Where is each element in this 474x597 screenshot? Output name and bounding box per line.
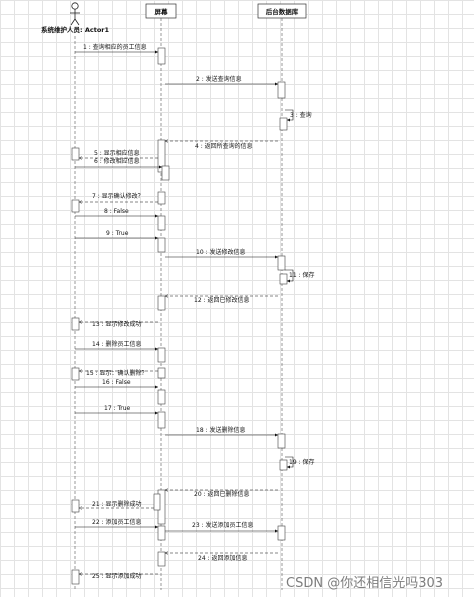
message-label: 4 : 返回所查询的信息 [195,142,253,150]
message-self-arrow [285,269,294,283]
activation-bars [71,47,288,585]
actor-system-maintainer[interactable]: 系统维护人员: Actor1 [41,2,110,34]
message-label: 18 : 发送删除信息 [196,426,245,434]
message-label: 3 : 查询 [290,111,312,119]
lifeline-db-name: 后台数据库 [266,7,299,16]
message-label: 24 : 返回添加信息 [198,554,247,562]
message-label: 20 : 返回已删除信息 [194,490,249,498]
message-label: 11 : 保存 [289,271,314,279]
message-label: 16 : False [102,379,131,386]
messages: 1 : 查询相应的员工信息 2 : 发送查询信息 3 : 查询 4 : 返回所查… [75,43,314,580]
message-label: 14 : 删除员工信息 [92,340,141,348]
message-label: 21 : 显示删除成功 [92,500,141,508]
message-label: 15 : 显示：确认删除？ [86,369,147,377]
lifeline-screen-name: 屏幕 [154,7,169,16]
actor-stick-figure-icon [70,2,80,26]
message-self-arrow [285,109,294,122]
message-label: 23 : 发送添加员工信息 [192,521,253,529]
message-label: 6 : 修改相应信息 [94,157,140,165]
actor-name: 系统维护人员: Actor1 [41,25,110,34]
message-label: 5 : 显示相应信息 [94,149,140,157]
message-label: 17 : True [104,405,131,412]
message-label: 13 : 显示修改成功 [92,320,141,328]
message-label: 1 : 查询相应的员工信息 [83,43,147,51]
lifeline-screen-header[interactable]: 屏幕 [145,3,177,19]
message-label: 12 : 返回已修改信息 [194,296,249,304]
message-label: 8 : False [104,208,129,215]
message-label: 9 : True [106,230,129,237]
message-label: 22 : 添加员工信息 [92,518,141,526]
message-self-arrow [285,456,294,469]
message-label: 19 : 保存 [289,458,314,466]
watermark: CSDN @你还相信光吗303 [286,576,443,591]
lifeline-db-header[interactable]: 后台数据库 [257,3,307,19]
message-label: 2 : 发送查询信息 [196,75,242,83]
message-label: 7 : 显示确认修改？ [92,192,144,200]
message-label: 10 : 发送修改信息 [196,248,245,256]
message-label: 25 : 显示添加成功 [92,572,141,580]
